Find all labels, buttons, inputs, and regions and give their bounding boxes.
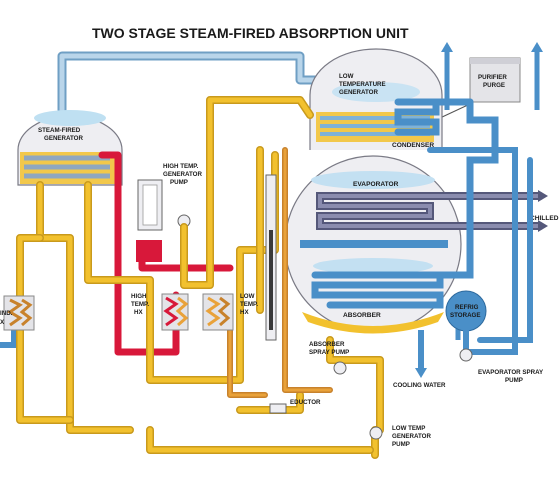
- eductor: [269, 403, 287, 414]
- purifier-purge-label: PURIFIER: [478, 74, 507, 81]
- absorber-spray-pump: [333, 361, 347, 375]
- ind-hx: [3, 295, 35, 331]
- lt-hx-label-3: HX: [240, 309, 249, 316]
- purifier-purge-label-2: PURGE: [483, 82, 505, 89]
- abs-spray-pump-label: ABSORBER: [309, 341, 345, 348]
- high-temp-generator-pump-housing: [137, 179, 191, 231]
- lt-generator-label-3: GENERATOR: [339, 89, 378, 96]
- lt-generator-label-1: LOW: [339, 73, 354, 80]
- ht-pump-label-3: PUMP: [170, 179, 188, 186]
- ht-pump-label-2: GENERATOR: [163, 171, 202, 178]
- hot-solution-line: [98, 151, 234, 356]
- refrig-storage: REFRIG STORAGE: [445, 290, 487, 340]
- evaporator-label: EVAPORATOR: [353, 181, 399, 188]
- high-temp-hx: [161, 293, 189, 331]
- ind-hx-label-2: X: [0, 319, 5, 326]
- refrig-storage-label-2: STORAGE: [450, 312, 480, 319]
- cooling-water-line: [415, 330, 427, 378]
- lt-pump-label-3: PUMP: [392, 441, 410, 448]
- vapor-line: [57, 51, 323, 115]
- absorber-label: ABSORBER: [343, 312, 381, 319]
- eductor-label: EDUCTOR: [290, 399, 321, 406]
- ind-hx-label: IND.: [0, 310, 13, 317]
- low-temp-hx: [202, 293, 234, 331]
- evap-spray-pump-label-2: PUMP: [505, 377, 523, 384]
- low-temp-generator-pump: [369, 426, 383, 440]
- lt-pump-label: LOW TEMP: [392, 425, 425, 432]
- lt-hx-label: LOW: [240, 293, 255, 300]
- evaporator-spray-line: [427, 147, 533, 355]
- absorber-cooling-tubes: [311, 98, 499, 309]
- lt-generator-label-2: TEMPERATURE: [339, 81, 386, 88]
- lt-pump-label-2: GENERATOR: [392, 433, 431, 440]
- ht-hx-label-2: TEMP.: [131, 301, 149, 308]
- level-tube: [265, 174, 277, 341]
- ht-pump-label: HIGH TEMP.: [163, 163, 199, 170]
- purifier-purge: PURIFIER PURGE: [424, 57, 521, 126]
- steam-fired-generator: STEAM-FIRED GENERATOR: [17, 110, 123, 186]
- steam-gen-label-2: GENERATOR: [44, 135, 83, 142]
- evap-spray-pump-label: EVAPORATOR SPRAY: [478, 369, 544, 376]
- cooling-water-label: COOLING WATER: [393, 382, 446, 389]
- abs-spray-pump-label-2: SPRAY PUMP: [309, 349, 349, 356]
- refrig-storage-label: REFRIG: [455, 304, 479, 311]
- steam-gen-label: STEAM-FIRED: [38, 127, 81, 134]
- weak-solution-lines: [227, 147, 333, 398]
- chilled-water-tubes: [316, 190, 548, 232]
- condenser-tubes: [394, 98, 474, 136]
- condenser-label: CONDENSER: [392, 142, 434, 149]
- lt-hx-label-2: TEMP.: [240, 301, 258, 308]
- evaporator-spray-pump: [459, 348, 473, 362]
- chilled-label: CHILLED: [530, 215, 559, 222]
- purge-vent-line-2: [531, 42, 543, 110]
- ht-hx-label-3: HX: [134, 309, 143, 316]
- ht-hx-label: HIGH: [131, 293, 147, 300]
- diagram-title: TWO STAGE STEAM-FIRED ABSORPTION UNIT: [92, 25, 409, 41]
